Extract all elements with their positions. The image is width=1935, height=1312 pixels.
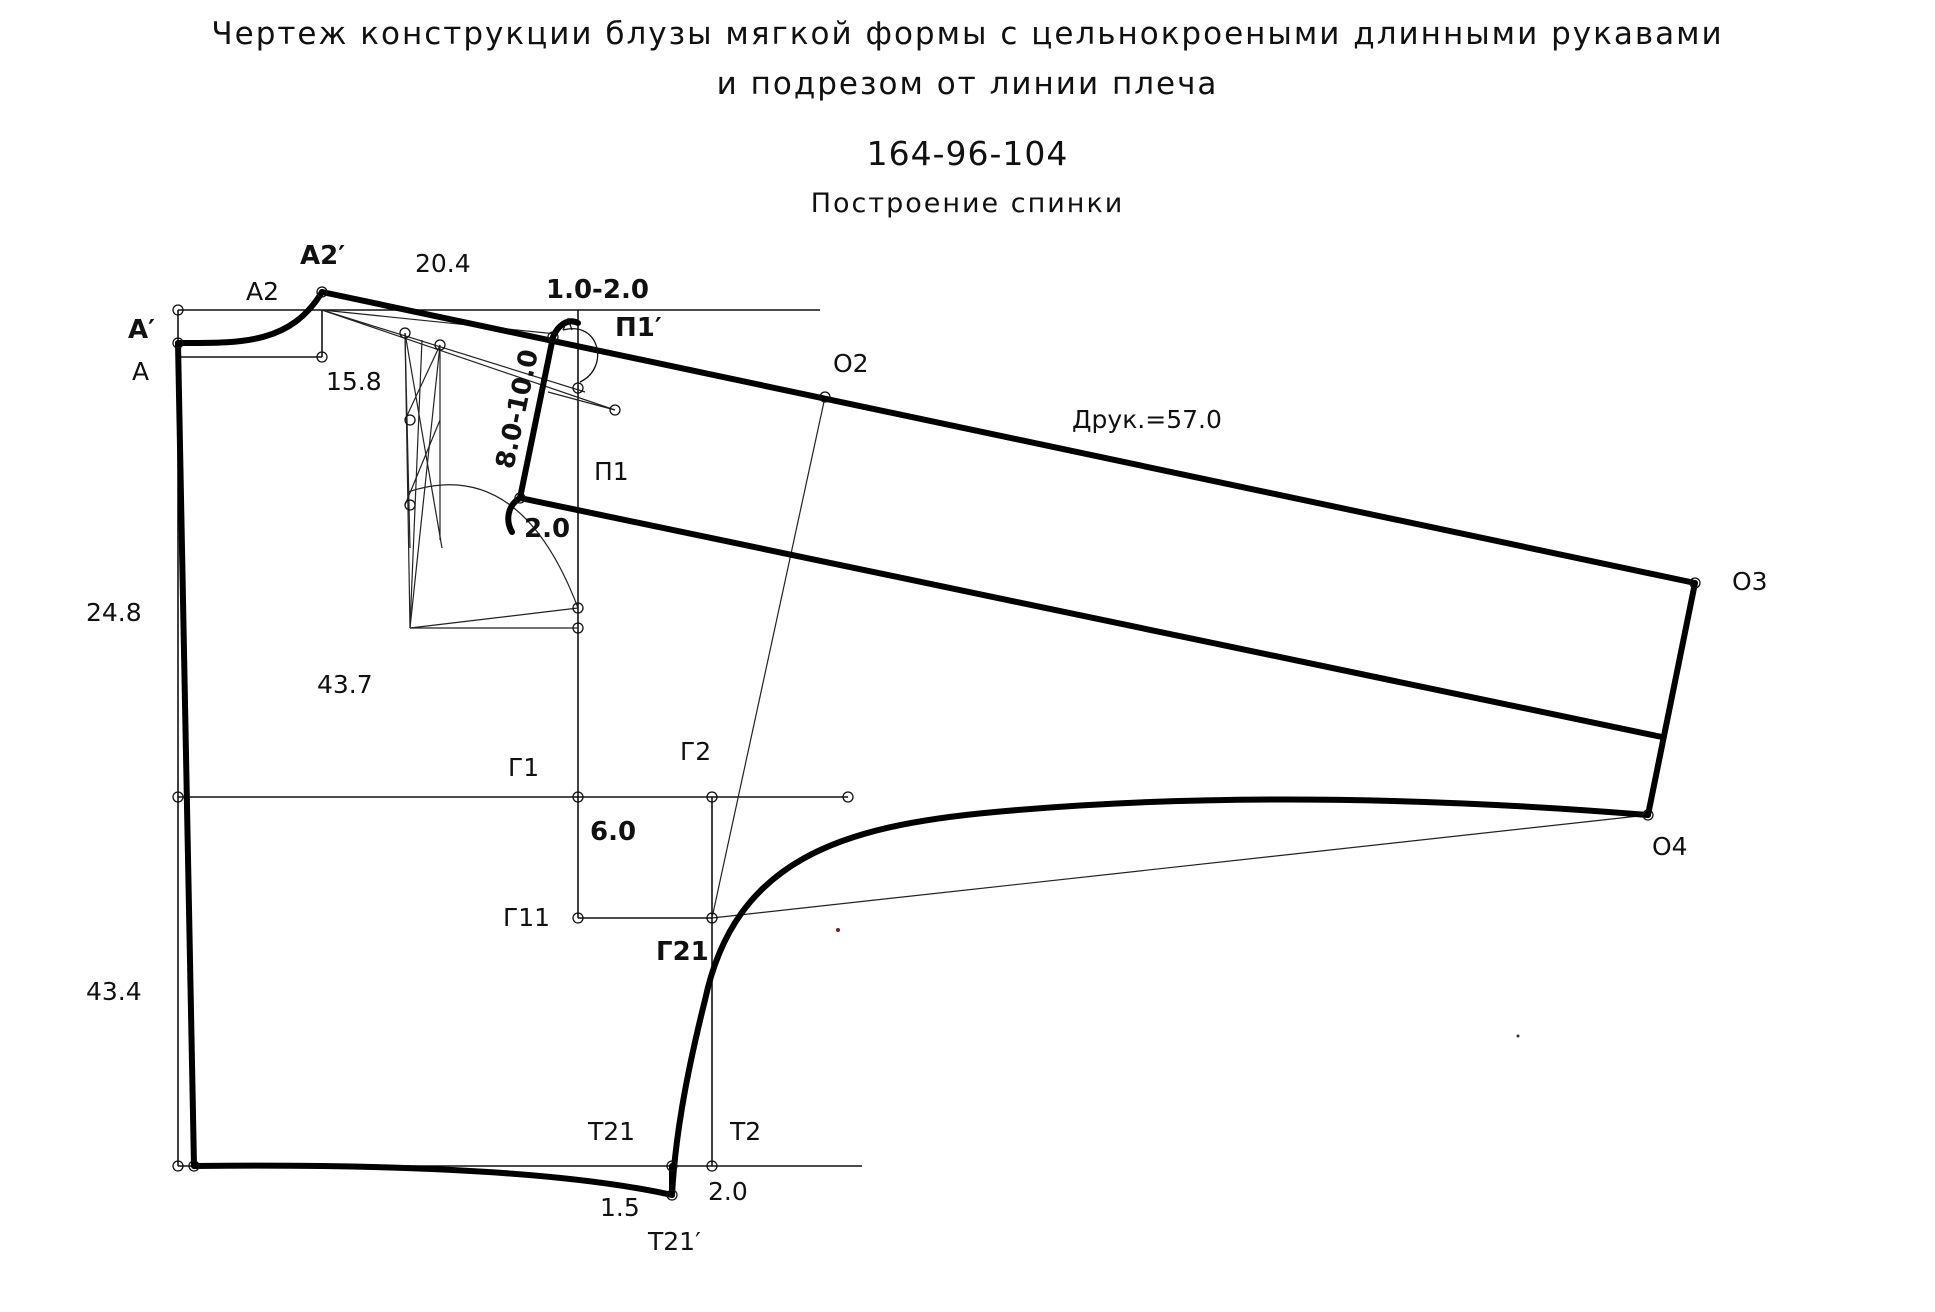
construction-lines: [177, 309, 1649, 1167]
marker-p1-prime: [547, 331, 559, 343]
marker-top-left: [172, 304, 184, 316]
measure-43-4: 43.4: [86, 977, 142, 1006]
marker-dart-mid: [404, 414, 416, 426]
label-t21-prime: Т21′: [647, 1227, 701, 1256]
sleeve-cuff-line: [1645, 580, 1698, 818]
marker-dart-top-right: [434, 339, 446, 351]
marker-hem-cb: [188, 1160, 200, 1172]
label-a: А: [132, 357, 149, 386]
measure-2-0-dart: 2.0: [524, 514, 570, 544]
measure-24-8: 24.8: [86, 598, 142, 627]
measure-20-4: 20.4: [415, 249, 471, 278]
marker-o3: [1689, 577, 1701, 589]
point-markers: [172, 286, 1701, 1201]
marker-t2: [706, 1160, 718, 1172]
label-t21: Т21: [587, 1117, 635, 1146]
label-o4: О4: [1652, 832, 1688, 861]
shoulder-guide-2: [321, 309, 616, 411]
marker-dart-lower: [404, 499, 416, 511]
marker-o2: [819, 391, 831, 403]
yoke-dart-construction: [404, 332, 579, 629]
yoke-seam-line: [517, 334, 556, 501]
measure-15-8: 15.8: [326, 367, 382, 396]
marker-t21: [666, 1160, 678, 1172]
label-o2: О2: [833, 349, 869, 378]
label-t2: Т2: [729, 1117, 761, 1146]
p1-prime-arrow: [562, 317, 573, 331]
label-p1: П1: [594, 457, 629, 486]
label-g2: Г2: [680, 737, 711, 766]
measure-sleeve-length: Друк.=57.0: [1072, 405, 1222, 434]
scan-speck: [836, 928, 840, 932]
measure-1-5: 1.5: [600, 1193, 640, 1222]
label-g21: Г21: [656, 937, 709, 967]
shoulder-tick: [547, 391, 616, 411]
label-a-prime: А′: [128, 315, 155, 345]
marker-a2-prime: [316, 286, 328, 298]
dart-hatch-d: [409, 344, 441, 629]
marker-a-prime: [172, 337, 184, 349]
label-g1: Г1: [508, 753, 539, 782]
underarm-chord: [711, 814, 1649, 919]
label-o3: О3: [1732, 567, 1768, 596]
yoke-underline: [517, 495, 1665, 740]
marker-a2-low: [316, 351, 328, 363]
point-labels: А А′ А2 А2′ П1′ П1 О2 О3 О4 Г1 Г2 Г11 Г2…: [128, 241, 1768, 1256]
label-g11: Г11: [503, 903, 550, 932]
underarm-side-curve: [669, 796, 1651, 1198]
back-outline: [175, 289, 1698, 1198]
marker-t21-prime: [666, 1189, 678, 1201]
shoulder-guide-3: [321, 309, 586, 393]
dart-hatch-b: [404, 332, 443, 549]
marker-shoulder-tick: [609, 404, 621, 416]
label-a2: А2: [246, 277, 279, 306]
drawing-title-line1: Чертеж конструкции блузы мягкой формы с …: [211, 16, 1724, 52]
marker-dart-bottom: [572, 622, 584, 634]
marker-g1: [572, 791, 584, 803]
measure-1-0-2-0: 1.0-2.0: [546, 275, 649, 305]
dart-tip-hook: [505, 495, 523, 535]
centre-back-line: [175, 340, 197, 1169]
label-p1-prime: П1′: [615, 313, 662, 343]
dart-hatch-a: [404, 332, 411, 549]
marker-dart-arc-end: [572, 602, 584, 614]
drawing-title-line2: и подрезом от линии плеча: [716, 66, 1219, 102]
marker-g11: [572, 912, 584, 924]
marker-p1-guide: [572, 382, 584, 394]
marker-g21: [706, 912, 718, 924]
marker-chest-end: [842, 791, 854, 803]
drawing-subtitle: Построение спинки: [810, 188, 1125, 219]
dart-arc: [407, 484, 579, 609]
shoulder-hook: [550, 318, 581, 340]
marker-hem-left: [172, 1160, 184, 1172]
marker-o4: [1642, 809, 1654, 821]
dart-hatch-c: [409, 339, 423, 629]
measurement-labels: 20.4 1.0-2.0 15.8 8.0-10.0 2.0 24.8 43.7…: [86, 249, 1222, 1222]
neckline-curve: [175, 289, 325, 347]
sleeve-angle-line: [711, 396, 826, 919]
marker-chest-left: [172, 791, 184, 803]
dart-diagonal-line: [409, 607, 579, 629]
p1-prime-arc: [562, 327, 599, 383]
shoulder-guide: [321, 309, 557, 335]
marker-dart-top-left: [399, 327, 411, 339]
scan-speck: [1516, 1034, 1520, 1038]
dart-hatch-e: [404, 344, 441, 421]
marker-g2: [706, 791, 718, 803]
marker-dart-tip: [514, 492, 526, 504]
measure-43-7: 43.7: [317, 670, 373, 699]
size-code: 164-96-104: [866, 134, 1069, 173]
hem-curve: [191, 1162, 675, 1198]
measure-6-0: 6.0: [590, 817, 636, 847]
measure-2-0-hem: 2.0: [708, 1177, 748, 1206]
label-a2-prime: А2′: [300, 241, 345, 271]
